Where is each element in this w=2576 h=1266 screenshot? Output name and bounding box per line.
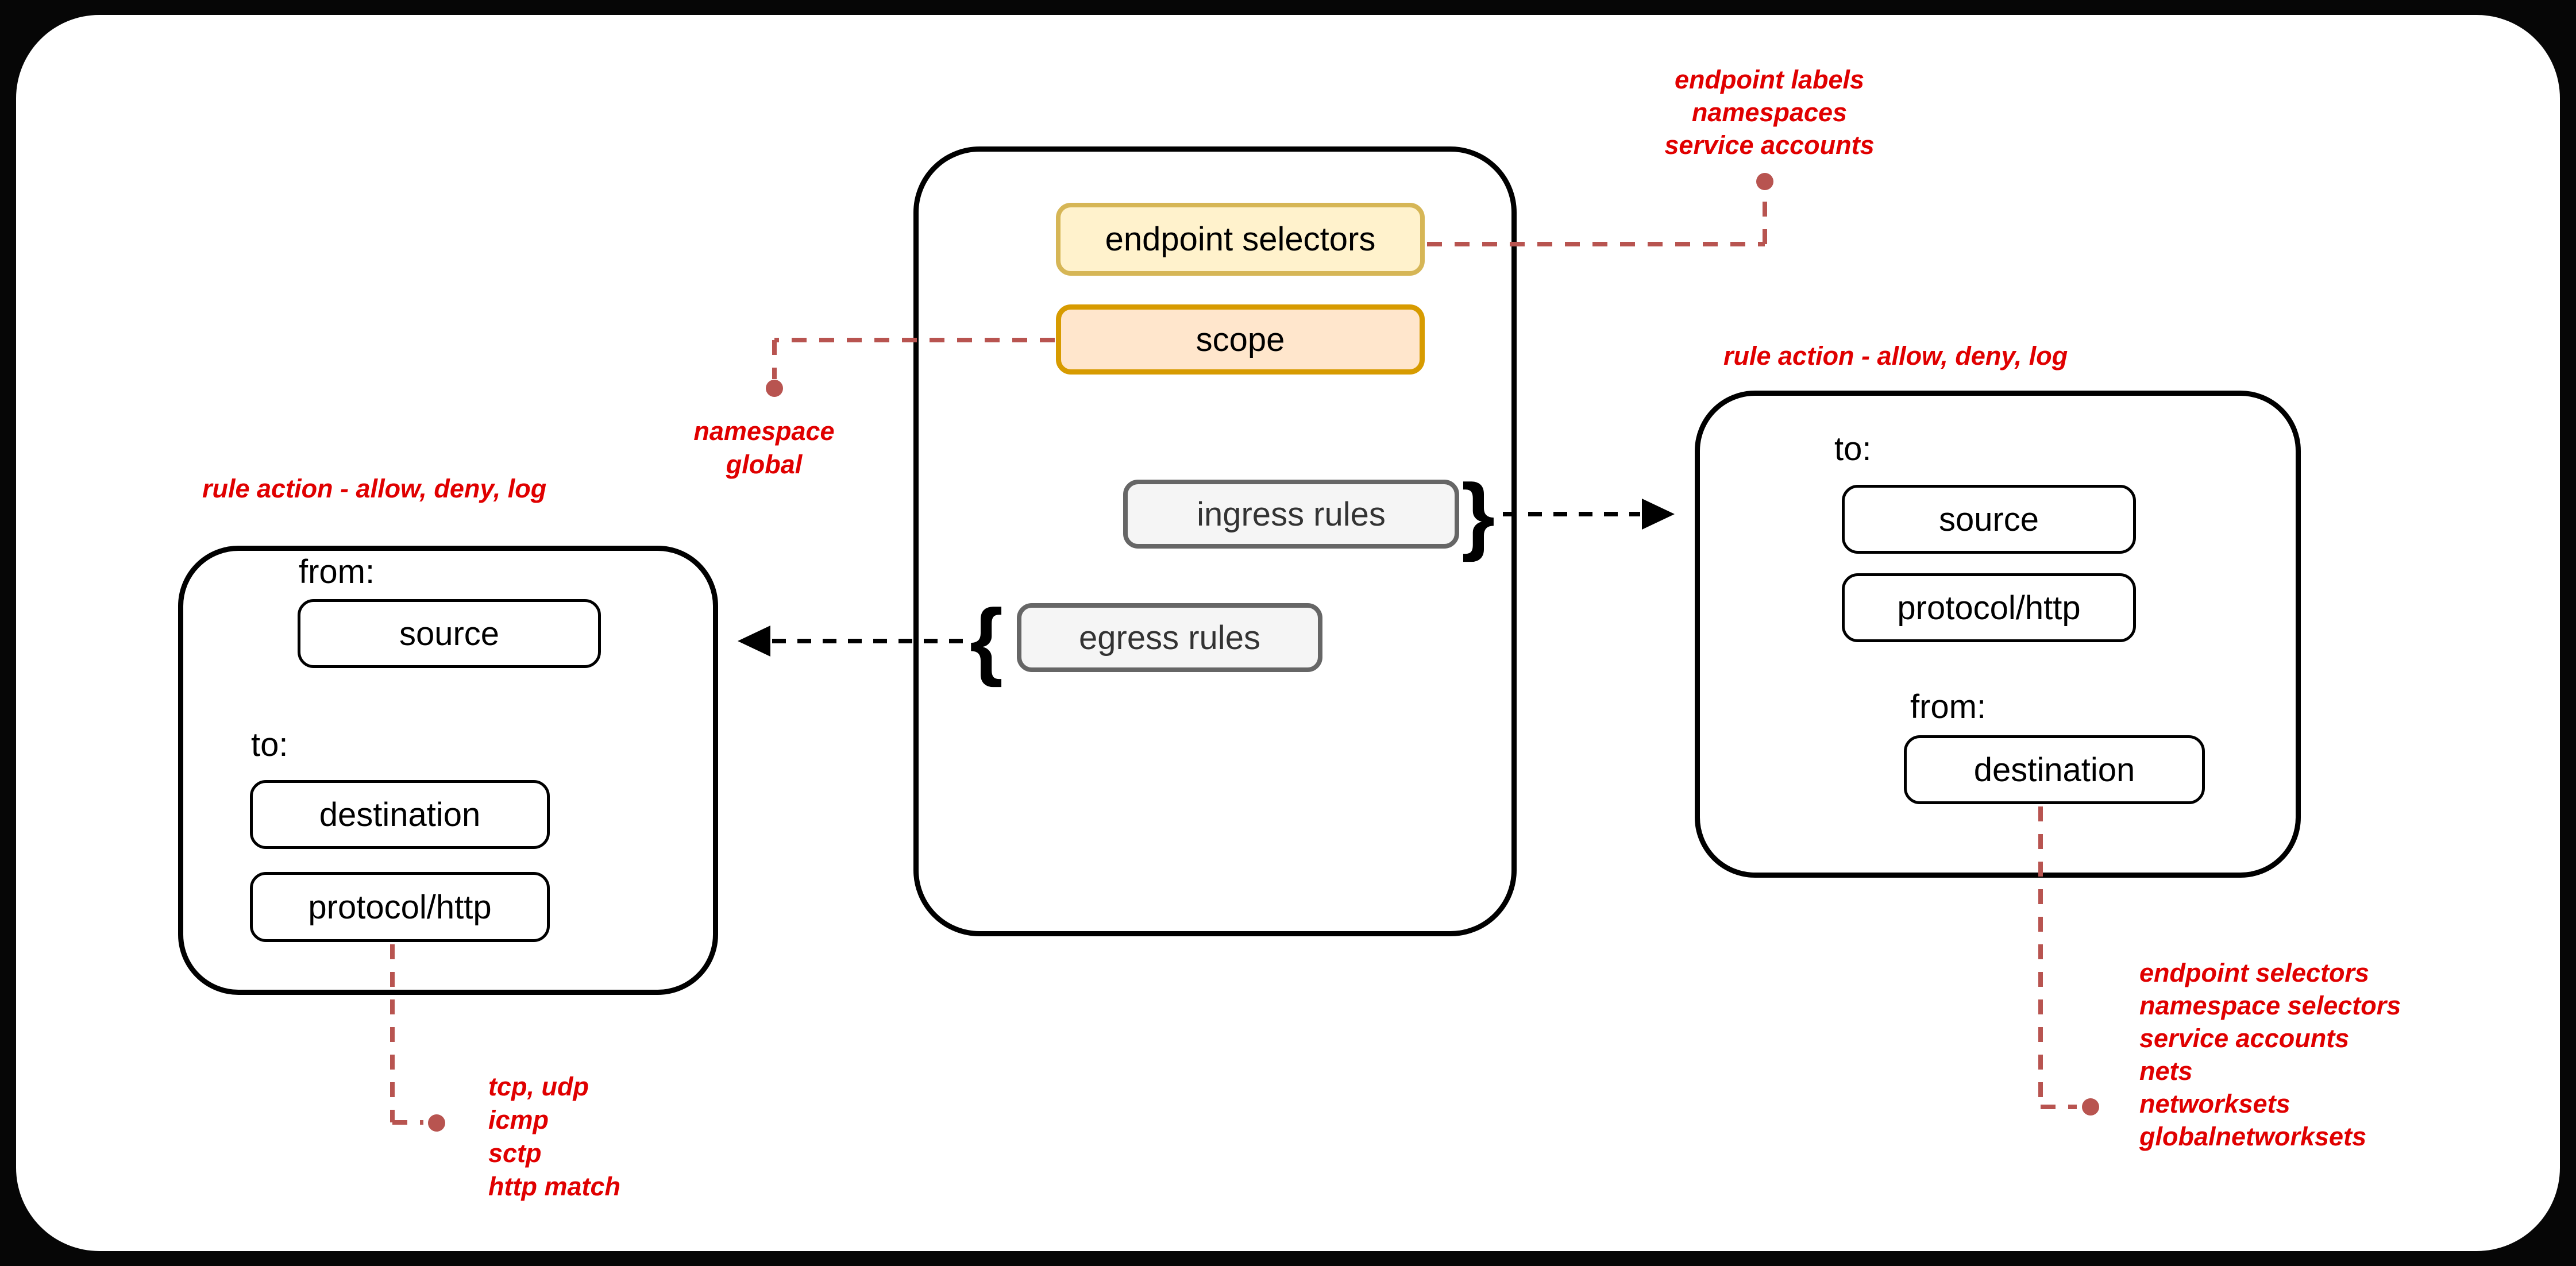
ingress-source-box: source (1842, 485, 2136, 554)
protocol-options-note: tcp, udp icmp sctp http match (488, 1070, 620, 1203)
destination-note-line: service accounts (2139, 1024, 2350, 1053)
endpoint-note-line: service accounts (1664, 130, 1875, 160)
egress-protocol-label: protocol/http (308, 888, 492, 926)
ingress-protocol-label: protocol/http (1897, 589, 2081, 627)
egress-source-label: source (399, 615, 500, 653)
destination-note-line: namespace selectors (2139, 991, 2401, 1020)
endpoint-note-line: endpoint labels (1674, 65, 1865, 94)
destination-note-line: nets (2139, 1056, 2193, 1086)
protocol-note-line: sctp (488, 1138, 542, 1168)
egress-from-label: from: (299, 553, 375, 590)
egress-source-box: source (298, 599, 601, 668)
protocol-note-line: http match (488, 1172, 620, 1201)
endpoint-selector-note: endpoint labels namespaces service accou… (1620, 63, 1919, 161)
egress-to-label: to: (251, 726, 288, 763)
ingress-brace: } (1461, 466, 1495, 562)
egress-brace: { (969, 591, 1004, 688)
ingress-source-label: source (1938, 500, 2039, 538)
egress-rules-box: egress rules (1017, 603, 1322, 672)
egress-rule-action-note: rule action - allow, deny, log (202, 474, 547, 503)
destination-note-line: endpoint selectors (2139, 958, 2370, 987)
egress-destination-label: destination (319, 796, 481, 833)
egress-destination-box: destination (250, 780, 550, 849)
endpoint-selectors-box: endpoint selectors (1056, 203, 1425, 276)
ingress-destination-box: destination (1904, 735, 2205, 804)
scope-label: scope (1196, 321, 1285, 358)
scope-note-line: global (726, 450, 803, 479)
ingress-rule-action-note: rule action - allow, deny, log (1723, 341, 2068, 370)
protocol-note-line: tcp, udp (488, 1072, 589, 1101)
ingress-protocol-box: protocol/http (1842, 573, 2136, 642)
scope-note-line: namespace (693, 416, 835, 446)
ingress-from-label: from: (1910, 688, 1987, 725)
ingress-destination-label: destination (1973, 751, 2135, 789)
protocol-note-line: icmp (488, 1105, 549, 1134)
endpoint-selectors-label: endpoint selectors (1105, 221, 1376, 258)
scope-box: scope (1056, 304, 1425, 375)
destination-note-line: networksets (2139, 1089, 2290, 1118)
egress-protocol-box: protocol/http (250, 872, 550, 942)
destination-options-note: endpoint selectors namespace selectors s… (2139, 956, 2401, 1153)
ingress-rules-box: ingress rules (1123, 480, 1459, 549)
egress-rules-label: egress rules (1079, 619, 1260, 657)
ingress-to-label: to: (1834, 430, 1872, 468)
destination-note-line: globalnetworksets (2139, 1122, 2367, 1151)
ingress-rules-label: ingress rules (1197, 495, 1386, 533)
scope-options-note: namespace global (678, 415, 850, 481)
endpoint-note-line: namespaces (1691, 98, 1848, 127)
